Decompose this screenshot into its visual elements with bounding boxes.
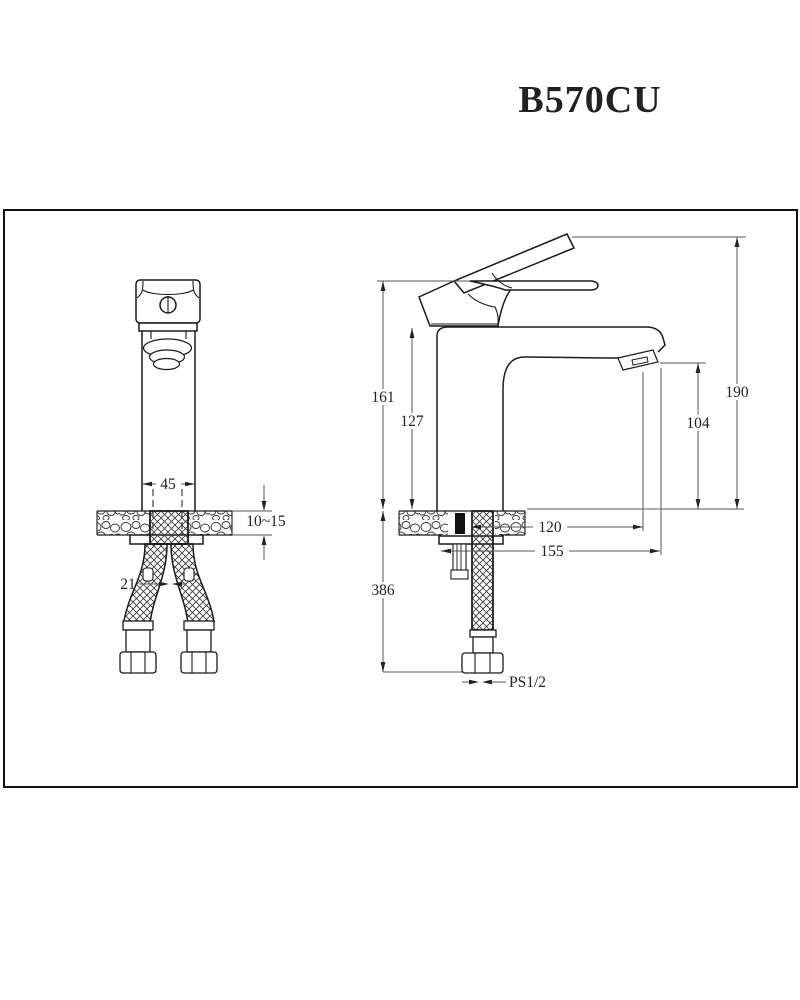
lever-handle-side [452,233,576,294]
drawing-frame [3,209,798,788]
countertop-front [96,511,233,535]
mounting-flange-side [438,535,504,545]
dim-counter-thickness: 10~15 [246,513,286,530]
dim-155: 155 [540,543,564,560]
side-view-arrowheads [380,237,740,685]
side-view [398,233,666,674]
hose-fittings-front [119,620,218,674]
dim-thread-size: PS1/2 [509,674,546,691]
aerator-front [142,338,193,371]
shank-front [149,510,189,545]
model-title: B570CU [518,79,661,121]
body-outline-side [436,326,666,511]
aerator-side [617,349,659,371]
hose-fitting-side [461,629,504,674]
side-view-dimensions [368,236,753,683]
dim-45: 45 [160,476,176,493]
hose-side [471,510,494,631]
neck-band [138,322,198,332]
countertop-side [398,511,526,535]
dim-127: 127 [400,413,424,430]
dim-161: 161 [371,389,394,406]
front-view-arrowheads [142,481,267,587]
dim-104: 104 [686,415,710,432]
spout-inner-curve [502,356,619,511]
dim-120: 120 [538,519,562,536]
hex-nut-right [180,651,218,674]
dim-190: 190 [725,384,749,401]
dim-21: 21 [120,576,136,593]
dim-386: 386 [371,582,395,599]
hex-nut-left [119,651,157,674]
hex-nut-side [461,652,504,674]
